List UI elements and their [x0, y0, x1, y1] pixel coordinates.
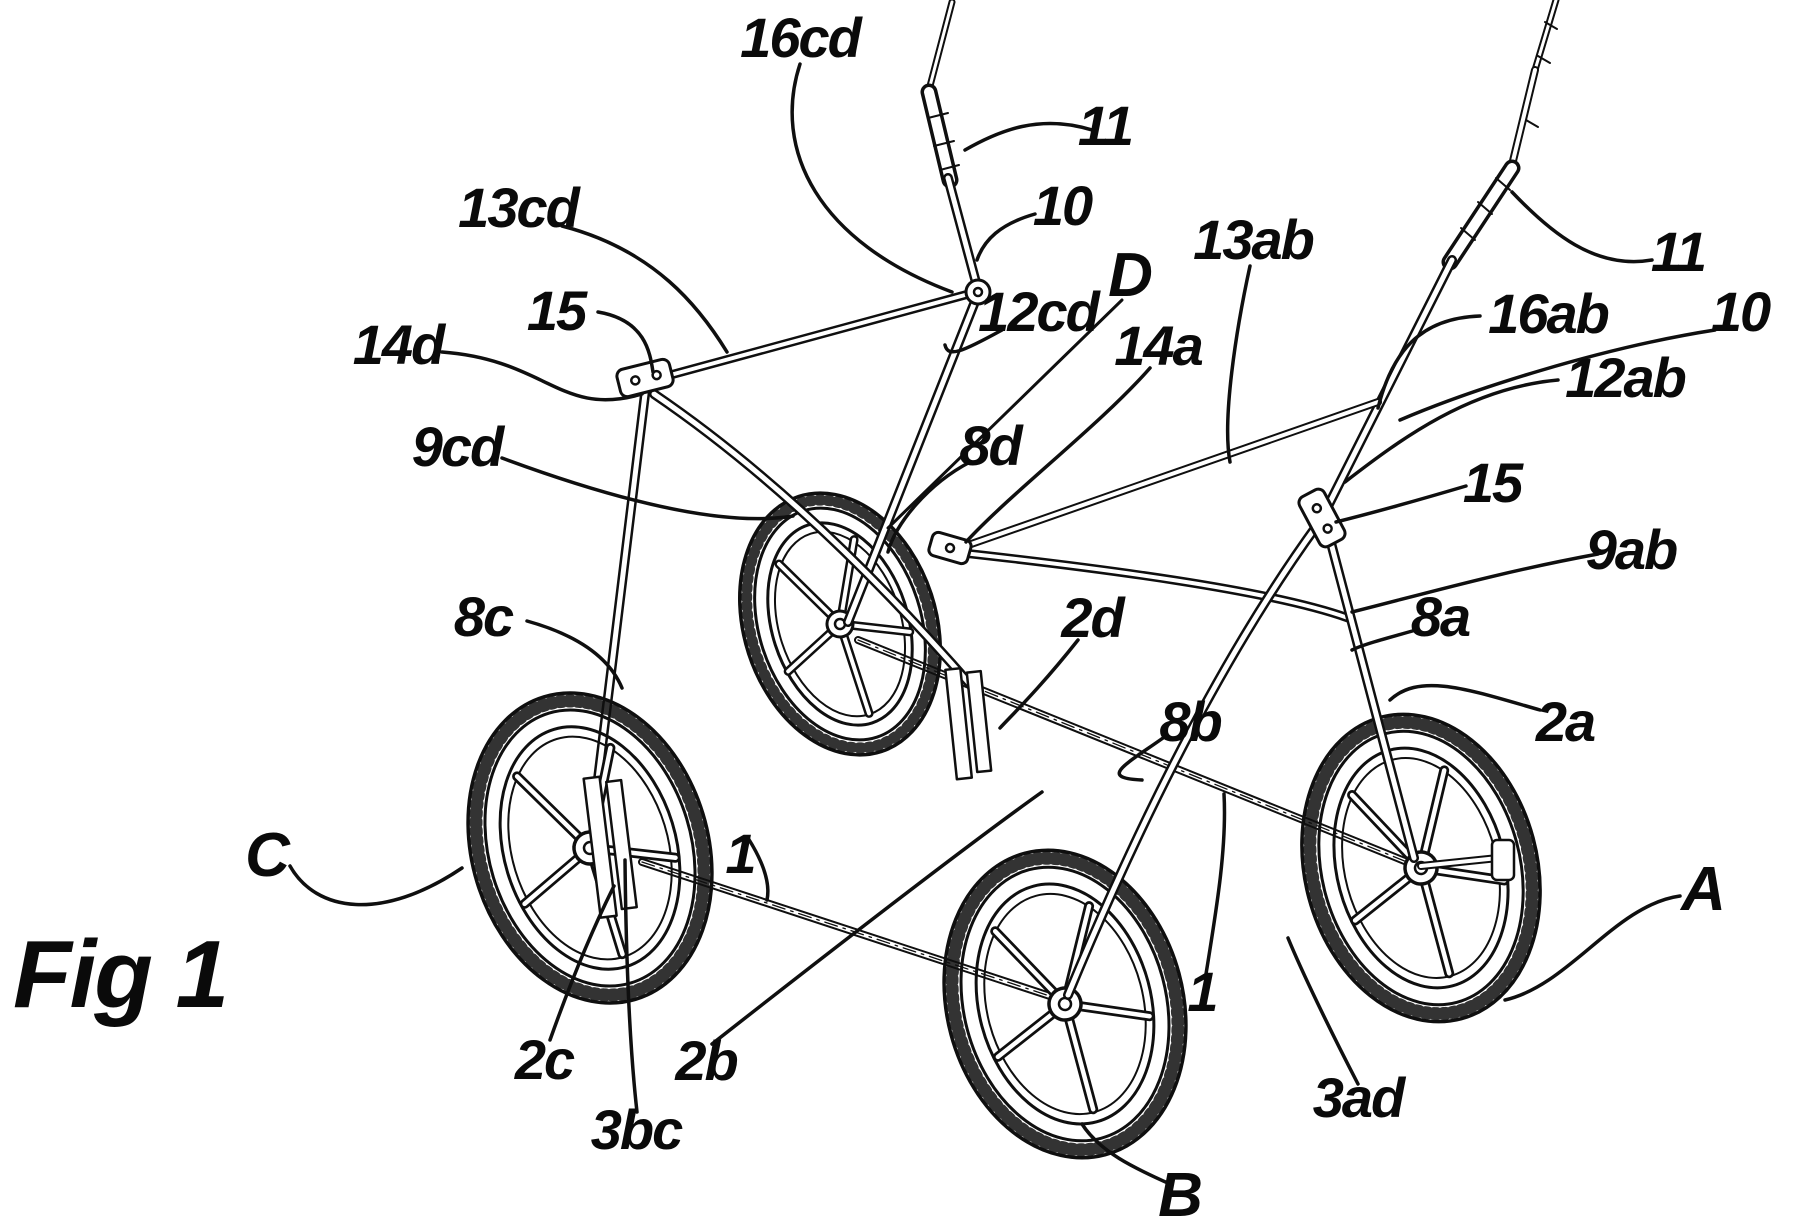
ref-label-9ab: 9ab — [1585, 518, 1678, 581]
ref-label-wheel-b: B — [1158, 1161, 1203, 1228]
ref-label-wheel-c: C — [245, 821, 290, 890]
ref-label-2c: 2c — [514, 1028, 575, 1091]
ref-label-8c: 8c — [453, 585, 514, 648]
ref-label-12cd: 12cd — [978, 280, 1100, 343]
ref-label-1-right: 1 — [1187, 960, 1218, 1023]
ref-label-3ad: 3ad — [1312, 1066, 1405, 1129]
wheel-d-mount — [944, 666, 993, 781]
wheel-b-drawing — [942, 848, 1188, 1160]
hinge-clamp-15-cd — [615, 357, 675, 399]
figure-title: Fig 1 — [12, 921, 229, 1028]
ref-label-9cd: 9cd — [411, 415, 504, 478]
ref-label-2b: 2b — [675, 1029, 738, 1092]
hinge-clamp-15-ab — [1297, 487, 1347, 549]
ref-label-8b: 8b — [1159, 690, 1222, 753]
ref-label-15-right: 15 — [1462, 451, 1523, 514]
ref-label-11-right: 11 — [1650, 220, 1707, 283]
wheel-c-mount — [582, 775, 638, 919]
lock-joint-12cd — [964, 278, 992, 306]
wheel-d-drawing — [737, 491, 943, 757]
ref-label-14d: 14d — [352, 313, 445, 376]
ref-label-1-left: 1 — [725, 822, 756, 885]
wheel-a-mount — [1417, 838, 1516, 882]
ref-label-15-left: 15 — [526, 279, 587, 342]
ref-label-12ab: 12ab — [1565, 346, 1687, 409]
ref-label-10-left: 10 — [1032, 174, 1093, 237]
ref-label-8a: 8a — [1410, 585, 1471, 648]
ref-label-16cd: 16cd — [740, 6, 862, 69]
ref-label-10-right: 10 — [1710, 280, 1771, 343]
wheel-c-drawing — [466, 691, 714, 1005]
frame-cd-unit — [589, 0, 992, 817]
ref-label-8d: 8d — [959, 414, 1022, 477]
ref-label-14a: 14a — [1114, 314, 1203, 377]
ref-label-2d: 2d — [1061, 586, 1124, 649]
ref-label-13cd: 13cd — [458, 176, 580, 239]
ref-label-wheel-a: A — [1681, 855, 1726, 924]
ref-label-16ab: 16ab — [1488, 282, 1610, 345]
ref-label-3bc: 3bc — [590, 1098, 683, 1161]
ref-label-wheel-d: D — [1108, 241, 1153, 310]
frame-ab-unit — [927, 0, 1560, 1000]
leader-lines — [288, 62, 1717, 1186]
ref-label-13ab: 13ab — [1193, 208, 1315, 271]
pivot-bracket-14a — [927, 530, 973, 566]
ref-label-2a: 2a — [1535, 690, 1596, 753]
ref-label-11-left: 11 — [1077, 94, 1134, 157]
